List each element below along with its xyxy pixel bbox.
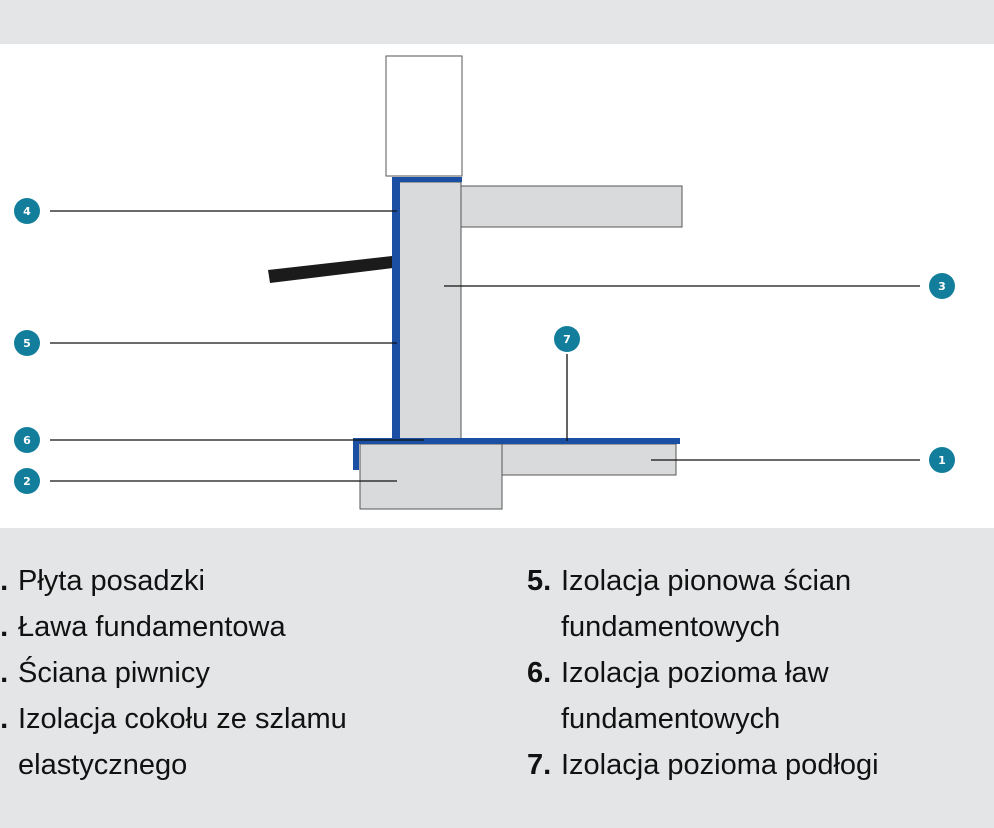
upper-floor-slab [459,185,683,228]
foundation-diagram: 4 5 6 2 3 1 7 [14,55,955,510]
vertical-insulation [392,179,400,442]
legend-item-6: 6. Izolacja pozioma ław fundamentowych [527,650,887,742]
callout-4-label: 4 [23,205,31,218]
legend-item-1: 1. Płyta posadzki [0,558,484,604]
callout-4: 4 [14,198,40,224]
legend-num: 1. [0,565,9,597]
legend-text: Ściana piwnicy [18,657,210,689]
legend-item-4: 4. Izolacja cokołu ze szlamu elastyczneg… [0,696,384,788]
plinth-insulation-top [392,177,462,182]
callout-7: 7 [554,326,580,352]
legend-item-3: 3. Ściana piwnicy [0,650,484,696]
legend: 1. Płyta posadzki 2. Ława fundamentowa 3… [0,528,994,828]
callout-3: 3 [929,273,955,299]
callout-5: 5 [14,330,40,356]
legend-num: 7. [527,749,552,781]
callout-7-label: 7 [563,333,571,346]
terrain-line [268,256,393,283]
callout-6: 6 [14,427,40,453]
legend-text: Izolacja cokołu ze szlamu elastycznego [18,703,347,781]
basement-wall [398,181,462,441]
diagram-area: 4 5 6 2 3 1 7 [0,44,994,528]
legend-text: Izolacja pionowa ścian fundamentowych [561,565,852,643]
callout-3-label: 3 [938,280,946,293]
leader-lines [50,210,920,482]
legend-left-column: 1. Płyta posadzki 2. Ława fundamentowa 3… [0,558,484,788]
legend-num: 4. [0,703,9,735]
top-band [0,0,994,44]
legend-num: 6. [527,657,552,689]
legend-num: 2. [0,611,9,643]
callout-2-label: 2 [23,475,31,488]
horizontal-insulation [353,438,680,444]
upper-wall [385,55,463,177]
callout-5-label: 5 [23,337,31,350]
callout-2: 2 [14,468,40,494]
footing-insulation-edge [353,438,359,470]
callout-1-label: 1 [938,454,946,467]
foundation-footing [359,443,503,510]
callout-6-label: 6 [23,434,31,447]
legend-text: Izolacja pozioma ław fundamentowych [561,657,829,735]
callout-1: 1 [929,447,955,473]
legend-item-7: 7. Izolacja pozioma podłogi [527,742,987,788]
legend-right-column: 5. Izolacja pionowa ścian fundamentowych… [527,558,987,788]
legend-item-5: 5. Izolacja pionowa ścian fundamentowych [527,558,887,650]
legend-item-2: 2. Ława fundamentowa [0,604,484,650]
legend-num: 3. [0,657,9,689]
floor-slab [501,443,677,476]
legend-text: Płyta posadzki [18,565,205,597]
legend-text: Izolacja pozioma podłogi [561,749,879,781]
legend-text: Ława fundamentowa [18,611,286,643]
legend-num: 5. [527,565,552,597]
